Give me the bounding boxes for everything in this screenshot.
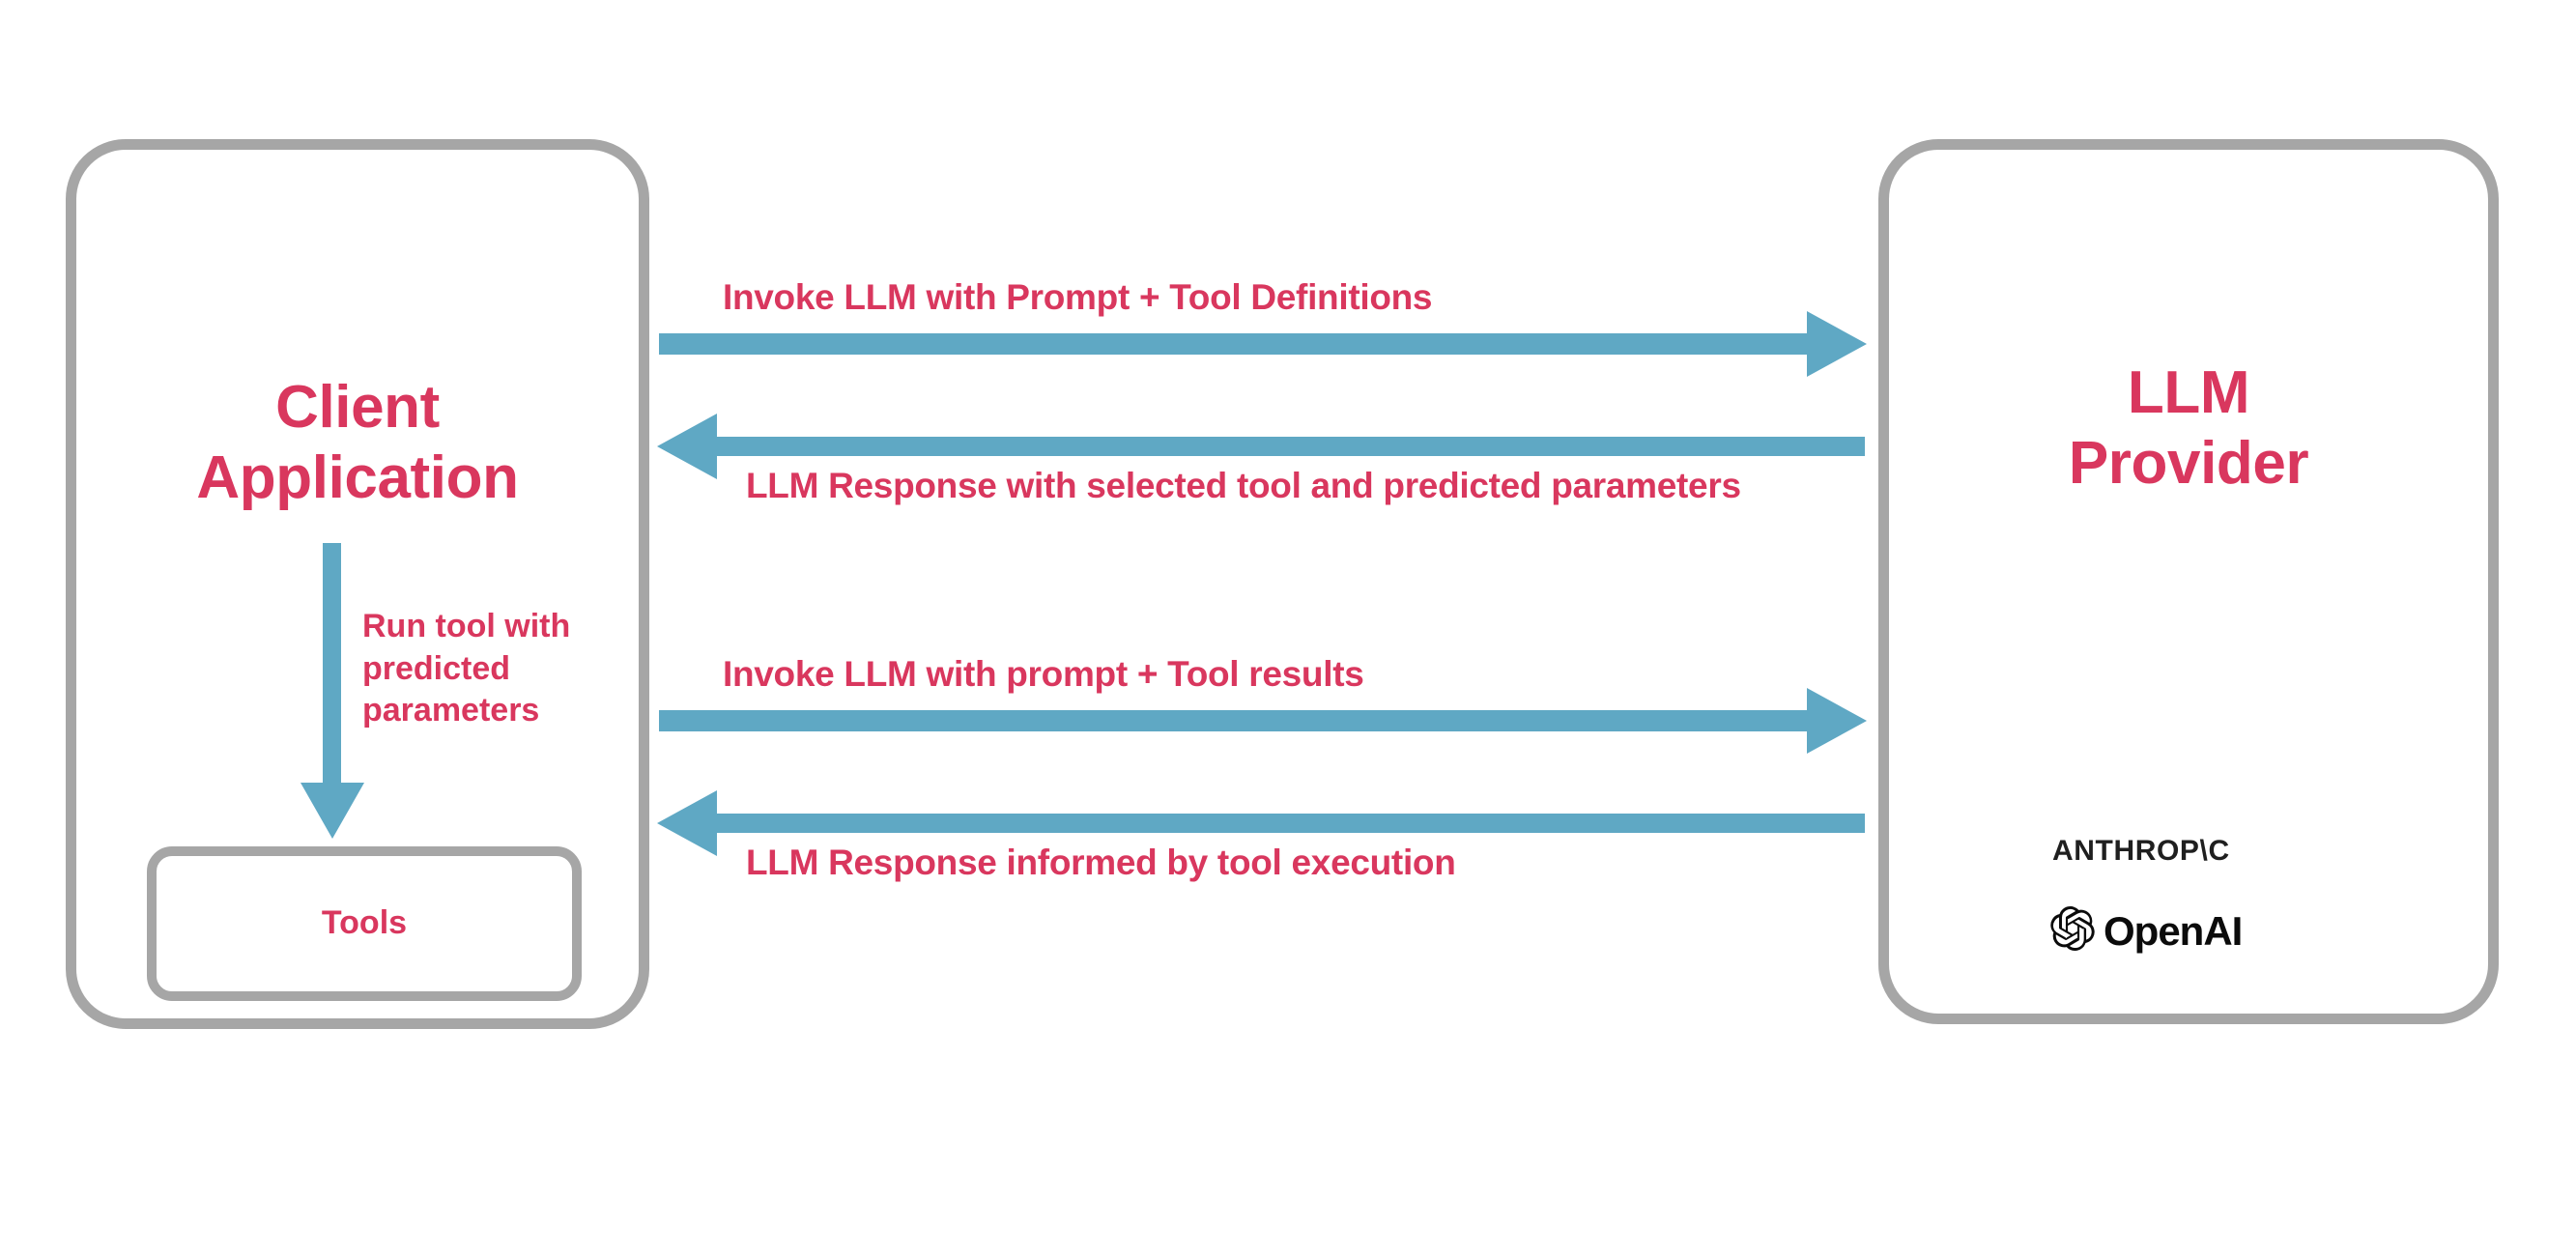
tools-node: Tools: [147, 846, 582, 1001]
arrow-label-flow-3: Invoke LLM with prompt + Tool results: [723, 654, 1364, 694]
client-title-line-2: Application: [196, 444, 519, 512]
client-title-line-1: Client: [275, 374, 440, 441]
arrow-flow-1: [659, 311, 1867, 377]
tools-label: Tools: [321, 904, 408, 941]
client-application-node: Client Application Tools: [66, 139, 649, 1029]
arrow-flow-3: [659, 688, 1867, 754]
openai-wordmark: OpenAI: [2104, 907, 2243, 954]
provider-title-line-2: Provider: [2068, 430, 2309, 498]
llm-provider-title: LLM Provider: [1889, 357, 2488, 499]
openai-logo: OpenAI: [2050, 906, 2243, 956]
arrow-label-flow-4: LLM Response informed by tool execution: [746, 843, 1456, 882]
provider-title-line-1: LLM: [2127, 359, 2250, 426]
client-application-title: Client Application: [76, 372, 639, 513]
openai-knot-icon: [2050, 906, 2095, 956]
run-tool-line-1: Run tool with: [362, 608, 571, 644]
arrow-label-flow-2: LLM Response with selected tool and pred…: [746, 466, 1741, 505]
anthropic-logo: ANTHROP\C: [2052, 835, 2230, 867]
arrow-label-run-tool: Run tool with predicted parameters: [362, 606, 633, 732]
run-tool-line-3: parameters: [362, 692, 540, 729]
arrow-label-flow-1: Invoke LLM with Prompt + Tool Definition…: [723, 277, 1433, 317]
run-tool-line-2: predicted: [362, 649, 511, 687]
llm-provider-node: LLM Provider: [1878, 139, 2499, 1024]
